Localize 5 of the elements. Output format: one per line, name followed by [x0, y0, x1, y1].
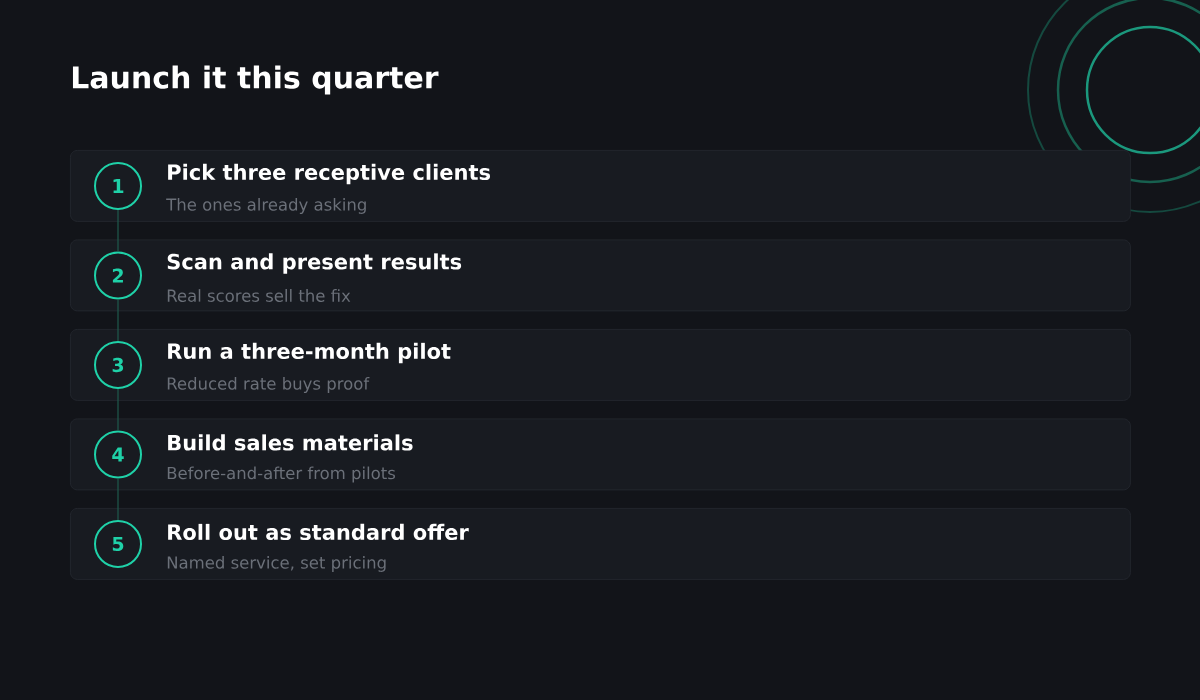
heading: Launch it this quarter [72, 65, 439, 95]
connector-line [117, 388, 119, 432]
connector-line [117, 477, 119, 521]
connector-line [117, 209, 119, 253]
connector-line [117, 298, 119, 342]
